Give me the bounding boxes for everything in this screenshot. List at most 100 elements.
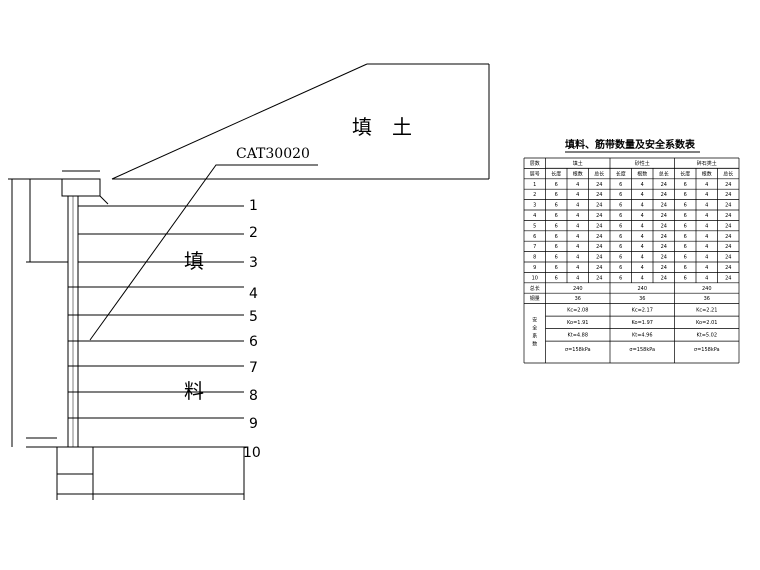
table-cell: 6 (619, 255, 622, 261)
table-cell: 240 (573, 286, 583, 292)
table-cell: 24 (661, 244, 667, 250)
table-cell: 24 (596, 244, 602, 250)
table-cell: 6 (684, 203, 687, 209)
table-cell: 2 (533, 192, 536, 198)
fill-soil-label: 填 土 (352, 115, 412, 139)
table-cell: 4 (705, 265, 708, 271)
table-cell: Ko=1.97 (632, 320, 653, 326)
layer-number: 3 (249, 255, 258, 271)
table-cell: 4 (705, 255, 708, 261)
table-cell: 长度 (680, 170, 690, 177)
table-cell: 钢量 (530, 295, 540, 302)
layer-number: 7 (249, 360, 258, 376)
table-cell: 4 (705, 192, 708, 198)
table-cell: 6 (555, 265, 558, 271)
table-cell: 总长 (530, 285, 540, 292)
table-cell: 240 (702, 286, 712, 292)
layer-number: 4 (249, 286, 258, 302)
table-cell: 24 (596, 265, 602, 271)
slope-line (111, 63, 368, 180)
table-cell: 6 (619, 192, 622, 198)
table-cell: σ=158kPa (629, 347, 655, 353)
table-cell: 24 (725, 255, 731, 261)
table-cell: 3 (533, 203, 536, 209)
table-cell: 36 (639, 296, 645, 302)
table-title: 填料、筋带数量及安全系数表 (565, 138, 696, 151)
table-cell: 6 (684, 182, 687, 188)
table-cell: 6 (619, 182, 622, 188)
table-cell: 根数 (637, 170, 647, 177)
table-cell: 24 (661, 265, 667, 271)
table-cell: 24 (661, 223, 667, 229)
table-cell: 4 (705, 182, 708, 188)
table-cell: 4 (576, 255, 579, 261)
table-cell: 砂性土 (635, 160, 650, 167)
table-cell: 4 (576, 265, 579, 271)
table-cell: 6 (619, 234, 622, 240)
table-cell: 4 (641, 182, 644, 188)
table-cell: 24 (661, 213, 667, 219)
table-cell: 8 (533, 255, 536, 261)
table-cell: 4 (705, 234, 708, 240)
table-cell: 4 (576, 182, 579, 188)
table-cell: 6 (684, 275, 687, 281)
table-cell: 6 (619, 213, 622, 219)
table-cell: 6 (619, 223, 622, 229)
table-cell: 24 (661, 182, 667, 188)
table-cell: 4 (576, 213, 579, 219)
table-cell: 4 (641, 213, 644, 219)
table-cell: 24 (725, 275, 731, 281)
table-cell: 6 (619, 265, 622, 271)
table-cell: Kt=5.02 (696, 333, 717, 339)
table-cell: 4 (641, 203, 644, 209)
table-cell: 24 (596, 203, 602, 209)
table-cell: 4 (641, 255, 644, 261)
table-cell: 6 (555, 203, 558, 209)
table-cell: 层号 (530, 171, 540, 177)
fill-material-label-bottom: 料 (184, 379, 204, 403)
callout-label: CAT30020 (236, 146, 310, 162)
table-cell: Kt=4.88 (567, 333, 588, 339)
layer-number: 2 (249, 225, 258, 241)
table-cell: 24 (725, 234, 731, 240)
table-cell: 6 (555, 255, 558, 261)
table-cell: Kc=2.21 (696, 308, 717, 314)
table-cell: Kc=2.17 (632, 308, 653, 314)
table-cell: 根数 (702, 170, 712, 177)
table-cell: Kc=2.08 (567, 308, 588, 314)
table-cell: 4 (576, 275, 579, 281)
table-cell: 6 (684, 234, 687, 240)
safety-factor-label: 安全系数 (532, 317, 537, 348)
table-cell: 4 (533, 213, 536, 219)
table-cell: 4 (641, 244, 644, 250)
table-cell: Ko=2.01 (696, 320, 717, 326)
table-cell: 1 (533, 182, 536, 188)
table-cell: 24 (661, 203, 667, 209)
table-cell: 24 (596, 255, 602, 261)
table-cell: 6 (684, 213, 687, 219)
table-cell: 4 (576, 244, 579, 250)
layer-number: 8 (249, 388, 258, 404)
table-cell: 24 (725, 182, 731, 188)
table-cell: 4 (576, 203, 579, 209)
table-cell: 10 (532, 275, 538, 281)
table-cell: 4 (641, 234, 644, 240)
table-cell: 36 (704, 296, 710, 302)
table-cell: Ko=1.91 (567, 320, 588, 326)
table-cell: 长度 (616, 170, 626, 177)
table-cell: 长度 (551, 170, 561, 177)
table-cell: 6 (684, 255, 687, 261)
layer-number: 5 (249, 309, 258, 325)
table-cell: 4 (576, 223, 579, 229)
layer-number: 6 (249, 334, 258, 350)
table-cell: 6 (619, 244, 622, 250)
table-cell: σ=158kPa (694, 347, 720, 353)
table-cell: 24 (596, 234, 602, 240)
table-cell: 6 (684, 265, 687, 271)
table-cell: 24 (661, 255, 667, 261)
table-cell: 24 (725, 265, 731, 271)
table-cell: Kt=4.96 (632, 333, 653, 339)
footing (56, 446, 94, 475)
table-cell: 6 (555, 275, 558, 281)
